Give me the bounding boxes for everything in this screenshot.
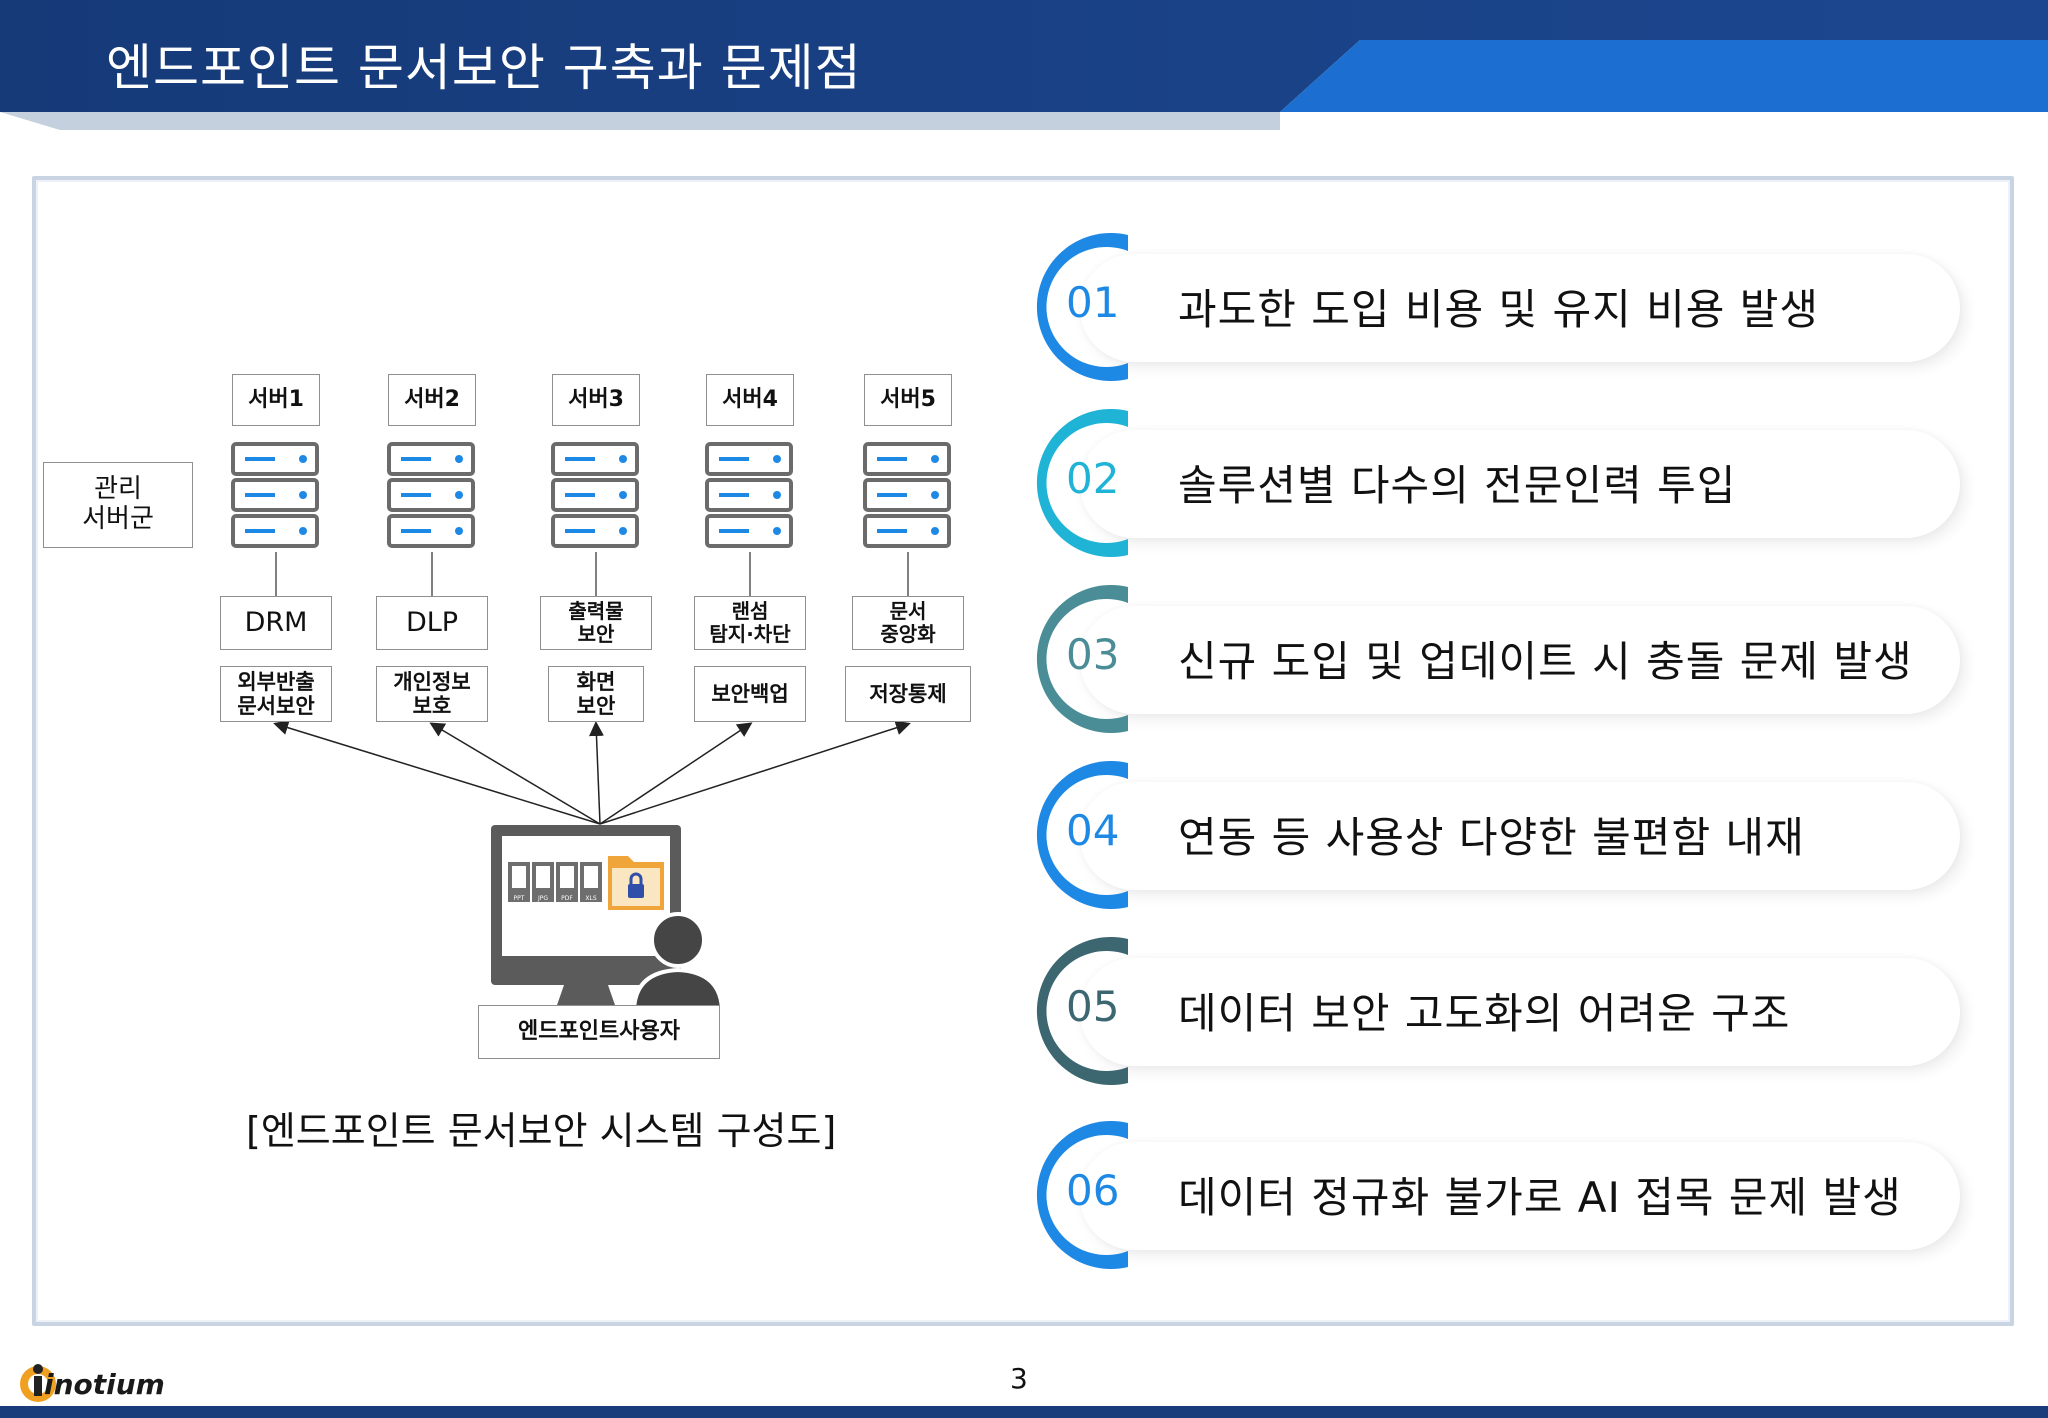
function-2-box: 개인정보 보호	[376, 666, 488, 722]
function-4-box: 보안백업	[694, 666, 806, 722]
admin-server-group: 관리 서버군	[43, 462, 193, 548]
module-3-label: 출력물 보안	[568, 599, 624, 646]
issue-item-05: 05 데이터 보안 고도화의 어려운 구조	[1000, 936, 1966, 1086]
logo-mark-icon	[20, 1364, 56, 1402]
issue-badge-icon	[1036, 937, 1128, 1085]
issue-text: 신규 도입 및 업데이트 시 충돌 문제 발생	[1178, 637, 1913, 686]
file-type-ppt: PPT	[514, 895, 525, 902]
issue-badge-icon	[1036, 409, 1128, 557]
server-1-label: 서버1	[232, 374, 320, 426]
file-type-xls: XLS	[585, 895, 596, 902]
arrow-to-function-3	[588, 721, 604, 825]
module-4-label: 랜섬 탐지·차단	[709, 599, 791, 646]
file-type-pdf: PDF	[561, 895, 573, 902]
arrow-to-function-5	[599, 720, 911, 825]
company-logo: inotium	[18, 1356, 165, 1406]
logo-text: inotium	[44, 1368, 165, 1401]
page-number: 3	[1010, 1362, 1028, 1395]
issue-item-04: 04 연동 등 사용상 다양한 불편함 내재	[1000, 760, 1966, 910]
issue-badge-icon	[1036, 1121, 1128, 1269]
server-5-label: 서버5	[864, 374, 952, 426]
server-2-icon	[387, 442, 475, 548]
server-2-label: 서버2	[388, 374, 476, 426]
issue-badge-icon	[1036, 233, 1128, 381]
admin-group-label: 관리 서버군	[82, 474, 154, 534]
issue-item-02: 02 솔루션별 다수의 전문인력 투입	[1000, 408, 1966, 558]
user-icon	[631, 912, 725, 1012]
arrow-to-function-2	[429, 722, 601, 825]
issue-pill	[1080, 782, 1960, 890]
issue-text: 데이터 정규화 불가로 AI 접목 문제 발생	[1178, 1173, 1902, 1222]
arrow-to-function-1	[273, 720, 601, 825]
issue-text: 연동 등 사용상 다양한 불편함 내재	[1178, 813, 1805, 862]
issue-number: 02	[1066, 454, 1120, 503]
diagram-caption: [엔드포인트 문서보안 시스템 구성도]	[246, 1109, 837, 1153]
locked-folder-icon	[608, 856, 664, 910]
server-3-icon	[551, 442, 639, 548]
function-1-box: 외부반출 문서보안	[220, 666, 332, 722]
endpoint-user-box: 엔드포인트사용자	[478, 1005, 720, 1059]
issue-item-01: 01 과도한 도입 비용 및 유지 비용 발생	[1000, 232, 1966, 382]
server-1-icon	[231, 442, 319, 548]
issue-pill	[1080, 606, 1960, 714]
issue-text: 데이터 보안 고도화의 어려운 구조	[1178, 989, 1791, 1038]
function-3-label: 화면 보안	[576, 669, 616, 718]
file-icons	[508, 862, 602, 902]
function-2-label: 개인정보 보호	[393, 669, 471, 718]
issue-number: 03	[1066, 630, 1120, 679]
content-panel	[32, 176, 2014, 1326]
function-5-label: 저장통제	[869, 681, 947, 706]
file-type-jpg: JPG	[537, 895, 548, 902]
function-1-label: 외부반출 문서보안	[237, 669, 315, 718]
function-4-label: 보안백업	[711, 681, 789, 706]
module-2-label: DLP	[405, 607, 459, 639]
issue-item-03: 03 신규 도입 및 업데이트 시 충돌 문제 발생	[1000, 584, 1966, 734]
module-4-box: 랜섬 탐지·차단	[694, 596, 806, 650]
server-4-icon	[705, 442, 793, 548]
issue-text: 과도한 도입 비용 및 유지 비용 발생	[1178, 285, 1820, 334]
endpoint-user-label: 엔드포인트사용자	[518, 1019, 680, 1045]
issue-number: 04	[1066, 806, 1120, 855]
issue-number: 05	[1066, 982, 1120, 1031]
issue-pill	[1080, 254, 1960, 362]
module-5-box: 문서 중앙화	[852, 596, 964, 650]
monitor-icon: PPT JPG PDF XLS	[491, 825, 725, 1012]
issue-pill	[1080, 1142, 1960, 1250]
module-1-label: DRM	[244, 607, 308, 639]
issue-number: 01	[1066, 278, 1120, 327]
issue-pill	[1080, 430, 1960, 538]
module-2-box: DLP	[376, 596, 488, 650]
module-5-label: 문서 중앙화	[880, 599, 936, 646]
slide-header: 엔드포인트 문서보안 구축과 문제점	[0, 0, 2048, 140]
function-3-box: 화면 보안	[548, 666, 644, 722]
issue-badge-icon	[1036, 761, 1128, 909]
page-title: 엔드포인트 문서보안 구축과 문제점	[106, 39, 862, 97]
arrow-to-function-4	[599, 722, 753, 825]
issue-text: 솔루션별 다수의 전문인력 투입	[1178, 461, 1737, 510]
diagram-connectors	[273, 552, 911, 825]
issue-number: 06	[1066, 1166, 1120, 1215]
server-3-label: 서버3	[552, 374, 640, 426]
module-1-box: DRM	[220, 596, 332, 650]
issue-pill	[1080, 958, 1960, 1066]
footer-bar	[0, 1406, 2048, 1418]
server-5-icon	[863, 442, 951, 548]
issue-badge-icon	[1036, 585, 1128, 733]
module-3-box: 출력물 보안	[540, 596, 652, 650]
function-5-box: 저장통제	[845, 666, 971, 722]
server-4-label: 서버4	[706, 374, 794, 426]
header-banner	[0, 0, 2048, 130]
issue-item-06: 06 데이터 정규화 불가로 AI 접목 문제 발생	[1000, 1120, 1966, 1270]
